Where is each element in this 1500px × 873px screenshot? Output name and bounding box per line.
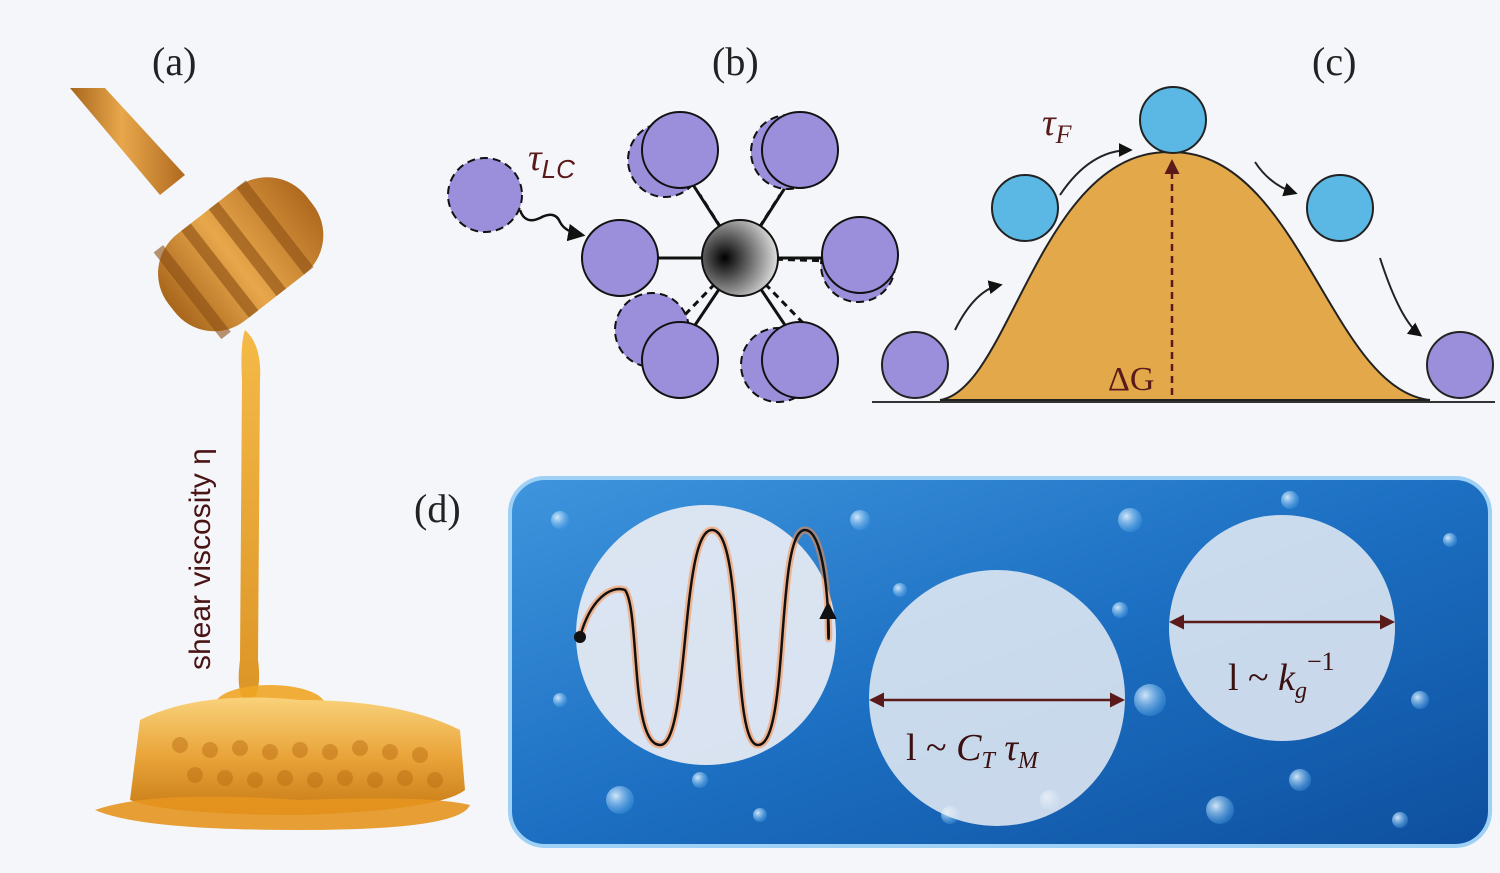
particle	[761, 321, 839, 399]
panel-d-label: (d)	[414, 486, 461, 531]
particle	[641, 321, 719, 399]
middle-formula: l ~ CT τM	[906, 727, 1040, 774]
particle-descend	[1306, 174, 1374, 242]
tau-f-label: τF	[1042, 102, 1073, 149]
water-box	[508, 476, 1492, 848]
barrier-diagram	[872, 86, 1495, 403]
delta-g-label: ΔG	[1108, 361, 1154, 398]
shear-viscosity-label: shear viscosity η	[184, 448, 217, 670]
particle	[761, 111, 839, 189]
ghost-particle	[447, 157, 523, 233]
motion-arrow	[1254, 161, 1298, 197]
particle	[581, 219, 659, 297]
cage-diagram	[447, 111, 899, 403]
panel-b-label: (b)	[712, 39, 759, 84]
middle-length-circle	[869, 570, 1125, 826]
particle	[821, 216, 899, 294]
right-formula: l ~ kg−1	[1228, 647, 1335, 704]
trace-start-dot	[574, 631, 586, 643]
hop-arrow	[518, 209, 586, 242]
particle-start	[881, 331, 949, 399]
particle-top	[1139, 86, 1207, 154]
panel-c-label: (c)	[1312, 39, 1357, 84]
particle	[641, 111, 719, 189]
motion-arrow	[954, 280, 1003, 331]
panel-a-label: (a)	[152, 39, 197, 84]
particle-climb	[991, 174, 1059, 242]
particle-end	[1426, 331, 1494, 399]
right-length-circle	[1169, 515, 1395, 741]
tau-lc-label: τLC	[528, 137, 575, 184]
motion-arrow	[1059, 143, 1133, 196]
center-particle	[701, 219, 779, 297]
motion-arrow	[1379, 257, 1423, 337]
honey-dipper-illustration	[70, 88, 470, 830]
